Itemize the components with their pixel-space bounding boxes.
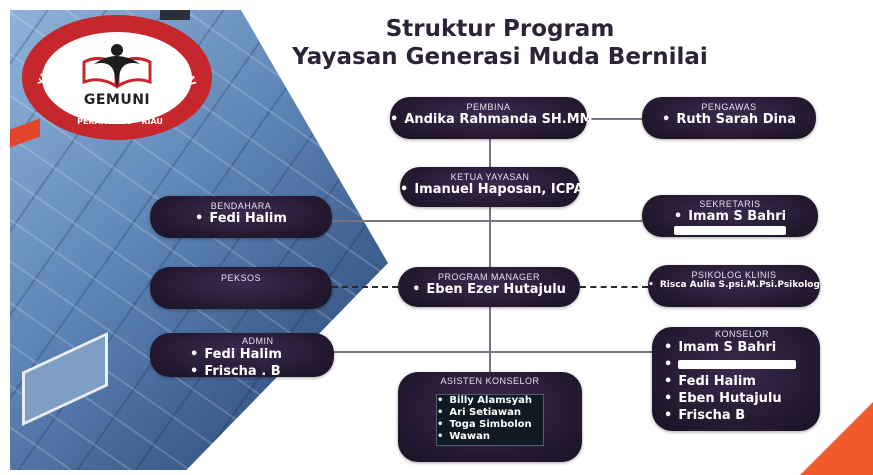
node-admin: ADMIN Fedi Halim Frischa . B bbox=[150, 333, 334, 380]
node-program-manager: PROGRAM MANAGER Eben Ezer Hutajulu bbox=[398, 267, 580, 307]
node-asisten-role: ASISTEN KONSELOR bbox=[440, 376, 540, 386]
node-admin-list: Fedi Halim Frischa . B bbox=[190, 346, 334, 380]
list-item: Eben Hutajulu bbox=[664, 390, 820, 407]
node-ketua-role: KETUA YAYASAN bbox=[450, 172, 530, 182]
node-ketua-name: Imanuel Haposan, ICPA bbox=[400, 182, 583, 197]
node-psikolog-role: PSIKOLOG KLINIS bbox=[691, 270, 777, 280]
list-item: Wawan bbox=[437, 431, 543, 443]
list-item: Frischa B bbox=[664, 407, 820, 424]
list-item: Frischa . B bbox=[190, 363, 334, 380]
list-item: Fedi Halim bbox=[664, 373, 820, 390]
logo-book-figure-icon bbox=[82, 43, 152, 89]
node-sekretaris-role: SEKRETARIS bbox=[699, 199, 761, 209]
redacted-text-bar bbox=[678, 360, 797, 369]
list-item: Imam S Bahri bbox=[664, 339, 820, 356]
node-pembina-role: PEMBINA bbox=[466, 102, 511, 112]
connector-peksos-manager bbox=[332, 286, 398, 288]
svg-text:YAYASAN GENERASI MUDA BERNILAI: YAYASAN GENERASI MUDA BERNILAI bbox=[37, 34, 197, 87]
node-peksos-role: PEKSOS bbox=[220, 273, 261, 283]
node-pengawas-name: Ruth Sarah Dina bbox=[642, 112, 816, 127]
node-pembina-name: Andika Rahmanda SH.MM bbox=[390, 112, 592, 127]
node-pengawas-role: PENGAWAS bbox=[701, 102, 757, 112]
page-title: Struktur Program Yayasan Generasi Muda B… bbox=[220, 16, 780, 71]
node-ketua-yayasan: KETUA YAYASAN Imanuel Haposan, ICPA bbox=[400, 167, 584, 207]
node-konselor-list: Imam S Bahri Fedi Halim Eben Hutajulu Fr… bbox=[664, 339, 820, 424]
decorative-bar bbox=[160, 10, 190, 20]
gemuni-logo: GEMUNI bbox=[22, 15, 212, 140]
node-bendahara-name: Fedi Halim bbox=[150, 211, 332, 226]
connector-pembina-pengawas bbox=[587, 118, 643, 120]
node-program-manager-name: Eben Ezer Hutajulu bbox=[398, 282, 580, 297]
connector-admin-konselor bbox=[334, 351, 652, 353]
node-psikolog-klinis: PSIKOLOG KLINIS Risca Aulia S.psi.M.Psi.… bbox=[648, 265, 820, 307]
node-asisten-list: Billy Alamsyah Ari Setiawan Toga Simbolo… bbox=[436, 394, 544, 446]
node-pembina: PEMBINA Andika Rahmanda SH.MM bbox=[390, 97, 593, 139]
node-program-manager-role: PROGRAM MANAGER bbox=[437, 272, 540, 282]
logo-location: PEKANBARU - RIAU bbox=[77, 117, 163, 126]
node-pengawas: PENGAWAS Ruth Sarah Dina bbox=[642, 97, 816, 139]
logo-arc-text: YAYASAN GENERASI MUDA BERNILAI bbox=[37, 34, 197, 87]
node-konselor: KONSELOR Imam S Bahri Fedi Halim Eben Hu… bbox=[652, 327, 820, 431]
node-sekretaris-name: Imam S Bahri bbox=[642, 209, 818, 224]
redacted-text-bar bbox=[674, 226, 786, 235]
node-admin-role: ADMIN bbox=[242, 336, 274, 346]
title-line-1: Struktur Program bbox=[385, 16, 615, 42]
connector-manager-psikolog bbox=[580, 286, 648, 288]
node-asisten-konselor: ASISTEN KONSELOR Billy Alamsyah Ari Seti… bbox=[398, 372, 582, 462]
list-item: Ari Setiawan bbox=[437, 407, 543, 419]
node-konselor-role: KONSELOR bbox=[714, 329, 769, 339]
node-bendahara: BENDAHARA Fedi Halim bbox=[150, 196, 332, 238]
node-sekretaris: SEKRETARIS Imam S Bahri bbox=[642, 195, 818, 237]
node-psikolog-name: Risca Aulia S.psi.M.Psi.Psikolog bbox=[648, 280, 820, 290]
list-item: Toga Simbolon bbox=[437, 419, 543, 431]
logo-org-name: YAYASAN GENERASI MUDA BERNILAI bbox=[37, 34, 197, 87]
logo-short-name: GEMUNI bbox=[83, 91, 151, 108]
list-item: Fedi Halim bbox=[190, 346, 334, 363]
connector-bendahara-sekretaris bbox=[330, 220, 642, 222]
title-line-2: Yayasan Generasi Muda Bernilai bbox=[292, 43, 708, 70]
logo-inner-circle: GEMUNI bbox=[42, 31, 192, 124]
connector-vertical-main bbox=[489, 136, 491, 376]
node-bendahara-role: BENDAHARA bbox=[210, 201, 272, 211]
list-item: Billy Alamsyah bbox=[437, 395, 543, 407]
list-item-redacted bbox=[664, 356, 820, 373]
node-peksos: PEKSOS bbox=[150, 267, 332, 309]
